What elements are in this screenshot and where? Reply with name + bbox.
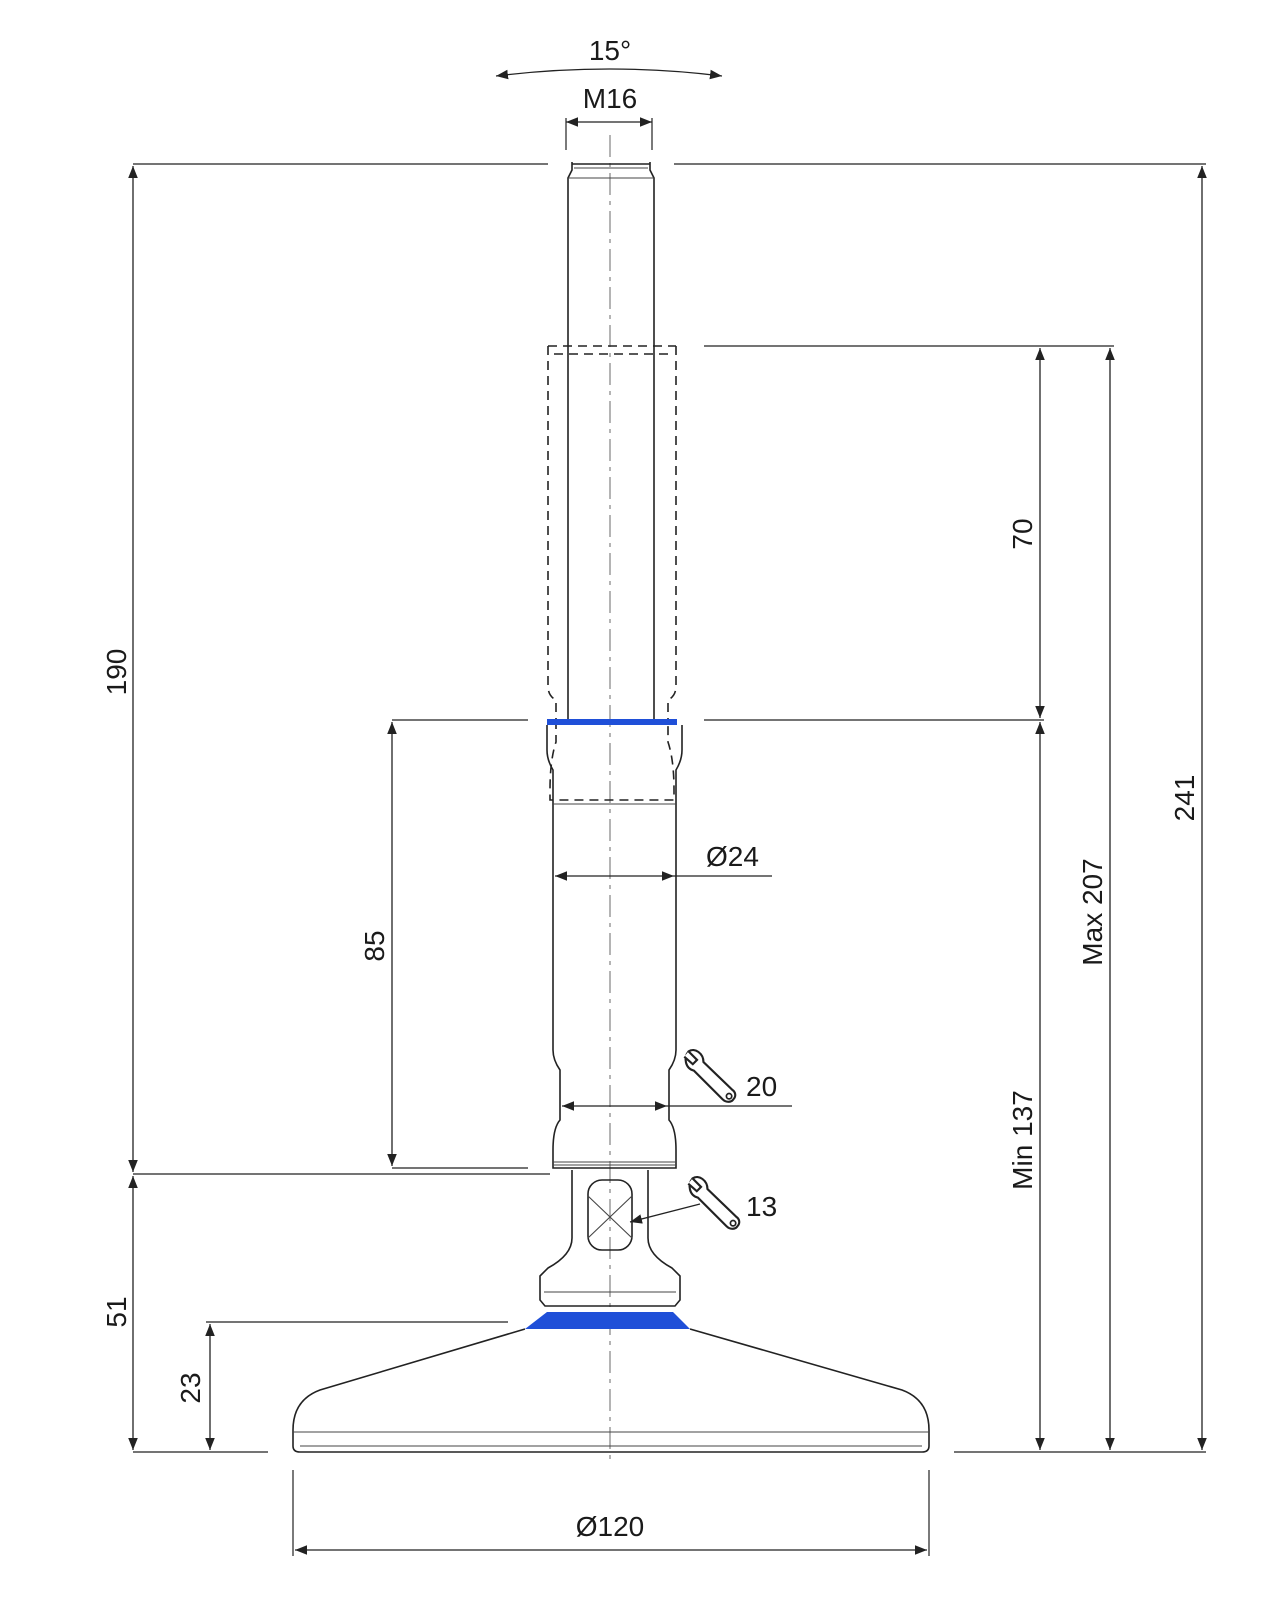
travel-70-label: 70 [1007,518,1038,549]
diameter-24-label: Ø24 [706,841,759,872]
seal-ring-top [547,719,677,725]
seal-ring-bottom [525,1312,690,1329]
wrench-20-label: 20 [746,1071,777,1102]
tilt-angle-label: 15° [589,35,631,66]
body-sleeve [546,725,683,1169]
diameter-120-label: Ø120 [576,1511,645,1542]
dimension-lines [128,68,1207,1555]
max-height-label: Max 207 [1077,858,1108,965]
length-85-label: 85 [359,930,390,961]
height-23-label: 23 [175,1372,206,1403]
threaded-stud [567,162,655,720]
extended-position-hidden-lines [547,345,677,801]
extension-lines [133,118,1206,1556]
height-190-label: 190 [101,649,132,696]
min-height-label: Min 137 [1007,1090,1038,1190]
height-241-label: 241 [1169,775,1200,822]
height-51-label: 51 [101,1296,132,1327]
thread-label: M16 [583,83,637,114]
wrench-13-label: 13 [746,1191,777,1222]
wrench-icon [687,1175,741,1230]
base-pad [292,1328,930,1453]
wrench-icon [683,1048,737,1103]
